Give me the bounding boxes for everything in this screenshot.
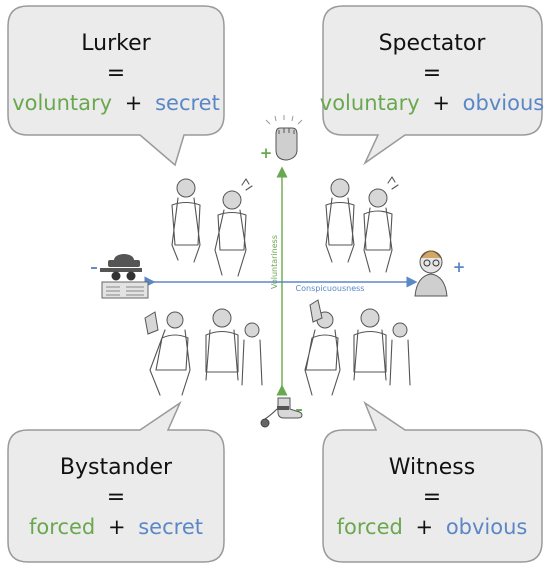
svg-text:forced + secret: forced + secret <box>29 515 203 539</box>
witness-term-obvious: obvious <box>446 515 528 539</box>
spectator-term-obvious: obvious <box>463 91 545 115</box>
onlooker-person-icon <box>414 250 448 297</box>
lurker-term-voluntary: voluntary <box>12 91 112 115</box>
voluntariness-positive-sign: + <box>260 144 273 162</box>
voluntariness-axis-label: Voluntariness <box>270 235 279 289</box>
spectator-term-voluntary: voluntary <box>320 91 420 115</box>
illustration-spectators <box>325 176 399 273</box>
conspicuousness-positive-sign: + <box>453 258 466 276</box>
svg-text:voluntary + secret: voluntary + secret <box>12 91 220 115</box>
illustration-witnesses <box>304 299 411 396</box>
bystander-term-forced: forced <box>29 515 95 539</box>
conspicuousness-axis-label: Conspicuousness <box>296 284 365 293</box>
lurker-term-secret: secret <box>155 91 220 115</box>
spectator-equals: = <box>423 61 441 86</box>
lurker-plus: + <box>125 91 143 115</box>
bystander-title: Bystander <box>60 455 173 480</box>
bystander-plus: + <box>108 515 126 539</box>
conspicuousness-axis: Conspicuousness <box>144 276 418 293</box>
spectator-plus: + <box>432 91 450 115</box>
bystander-equals: = <box>107 485 125 510</box>
witness-plus: + <box>416 515 434 539</box>
bystander-term-secret: secret <box>138 515 203 539</box>
bubble-witness: Witness = forced + obvious <box>322 400 543 563</box>
conspicuousness-negative-sign: – <box>90 258 98 276</box>
voluntariness-axis: Voluntariness <box>270 166 288 396</box>
bubble-lurker: Lurker = voluntary + secret <box>7 5 225 167</box>
svg-text:voluntary + obviou: voluntary + obvious <box>320 91 544 115</box>
witness-title: Witness <box>389 455 475 480</box>
lurker-equals: = <box>107 61 125 86</box>
spy-with-newspaper-icon <box>100 254 149 299</box>
spectator-title: Spectator <box>379 31 487 56</box>
svg-text:forced + obvious: forced + obvious <box>337 515 528 539</box>
witness-equals: = <box>423 485 441 510</box>
bubble-bystander: Bystander = forced + secret <box>7 400 225 563</box>
bubble-spectator: Spectator = voluntary + obvious <box>320 5 544 166</box>
shackled-foot-icon <box>260 397 303 428</box>
lurker-title: Lurker <box>81 31 151 56</box>
witness-term-forced: forced <box>337 515 403 539</box>
voluntariness-negative-sign: – <box>295 400 303 418</box>
illustration-bystanders <box>144 308 263 396</box>
raised-fist-icon <box>265 115 303 161</box>
illustration-lurkers <box>171 178 253 277</box>
